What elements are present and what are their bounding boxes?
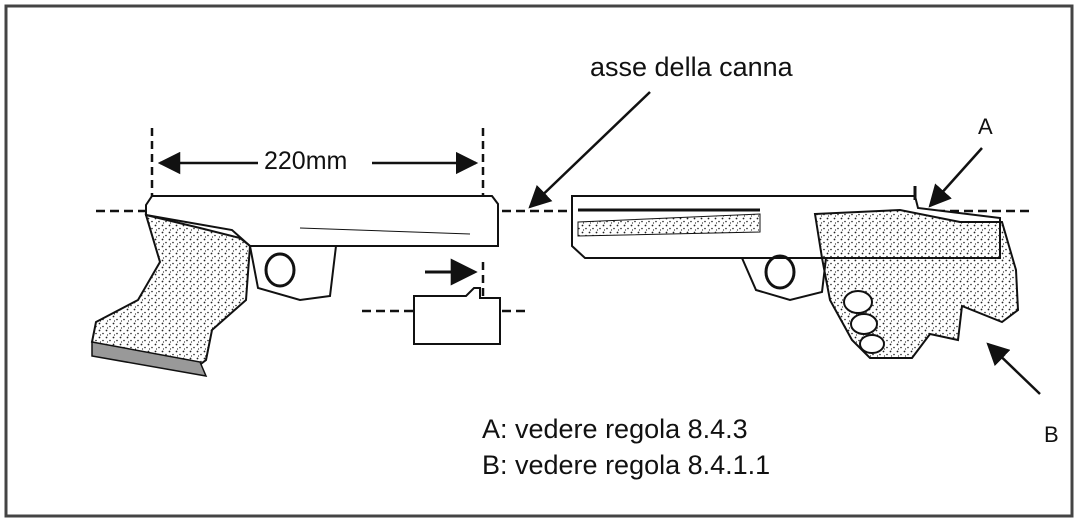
left-barrel xyxy=(145,195,499,247)
knuckle-1 xyxy=(843,290,873,314)
right-trigger-guard xyxy=(741,257,827,302)
barrel-line xyxy=(299,227,471,235)
marker-b-arrow xyxy=(986,342,1041,395)
frame-border xyxy=(4,4,1074,518)
knuckle-3 xyxy=(859,334,885,354)
marker-a-label: A xyxy=(978,114,993,139)
left-grip-base xyxy=(91,341,208,377)
left-trigger xyxy=(264,252,296,288)
knuckle-2 xyxy=(850,313,878,335)
note-b: B: vedere regola 8.4.1.1 xyxy=(482,450,771,480)
sight-detail xyxy=(362,258,525,345)
left-trigger-guard xyxy=(249,245,337,302)
right-hand-grip xyxy=(813,208,1020,359)
right-trigger xyxy=(764,254,796,290)
left-pistol xyxy=(90,128,499,377)
note-a: A: vedere regola 8.4.3 xyxy=(482,414,748,444)
barrel-axis-label: asse della canna xyxy=(590,52,793,82)
right-barrel-texture xyxy=(577,213,761,237)
length-dimension-label: 220mm xyxy=(262,147,350,175)
axis-leader-arrow xyxy=(528,91,651,209)
marker-b-label: B xyxy=(1044,422,1059,447)
detail-sight-block xyxy=(413,287,501,345)
marker-a-arrow xyxy=(928,147,983,208)
right-pistol xyxy=(571,186,1020,359)
